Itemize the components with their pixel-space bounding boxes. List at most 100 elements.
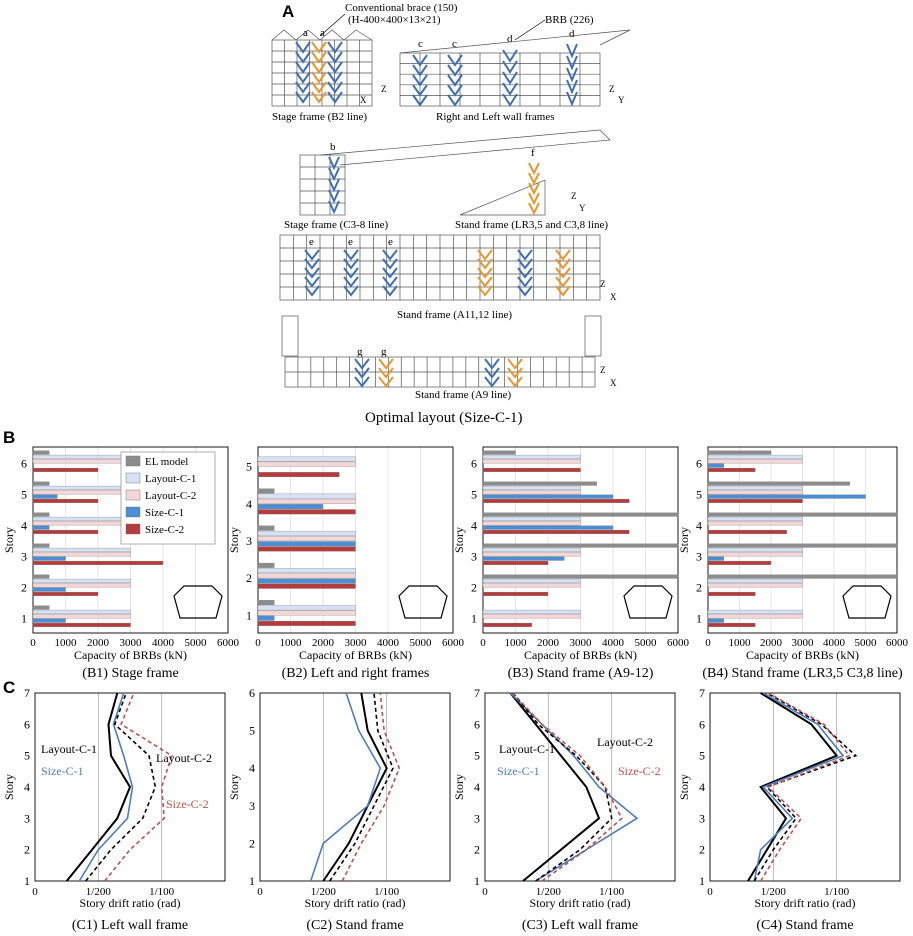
bar-layout-c-1 [257, 456, 356, 462]
bar-layout-c-2 [32, 521, 131, 526]
x-tick-label: 3000 [345, 637, 368, 649]
x-tick-label: 0 [257, 886, 263, 898]
plan-outline [842, 585, 892, 619]
bar-size-c-2 [32, 560, 164, 565]
y-tick-label: 1 [699, 874, 705, 888]
frame6-conv-g2-chevron [378, 367, 394, 379]
frame-label-stand-a11: Stand frame (A11,12 line) [397, 309, 512, 321]
frame5-brb-e3-chevron [382, 285, 398, 297]
legend-swatch-layout1 [125, 472, 141, 484]
frame5-brb-e1-chevron [304, 276, 320, 288]
plan-icon [842, 585, 892, 619]
bar-size-c-2 [707, 467, 756, 472]
frame3-brb-b-chevron [328, 167, 340, 182]
frame1-brb-a-chevron [295, 61, 311, 74]
y-tick-label: 4 [24, 780, 30, 794]
chart-title: (B1) Stage frame [82, 666, 178, 681]
bar-layout-c-2 [257, 573, 356, 579]
frame2-brb-d2 [566, 43, 578, 107]
bar-el-model [707, 543, 898, 548]
y-tick-label: 2 [21, 581, 27, 595]
frame2-brb-c1 [412, 54, 428, 107]
y-tick-label: 2 [246, 571, 252, 585]
tag-c2: c [452, 38, 457, 50]
x-tick-label: 2000 [760, 637, 783, 649]
bar-size-c-1 [32, 556, 66, 561]
frame3-grid [299, 154, 346, 216]
panel-letter-a: A [282, 2, 294, 21]
axis-z: Z [381, 84, 387, 94]
tag-f: f [531, 147, 535, 159]
bar-layout-c-2 [707, 614, 803, 619]
y-tick-label: 1 [696, 612, 702, 626]
frame2-brb-d2-chevron [566, 43, 578, 59]
bar-size-c-1 [32, 618, 66, 623]
frame5-brb-e2-chevron [343, 276, 359, 288]
chart-title: (B2) Left and right frames [282, 666, 430, 681]
frame5-conv-2-chevron [555, 249, 571, 261]
bar-size-c-2 [257, 509, 356, 515]
brace-note-leader [319, 13, 346, 37]
y-tick-label: 3 [246, 534, 252, 548]
x-tick-label: 6000 [217, 637, 240, 649]
frame2-brb-d1-chevron [502, 93, 518, 107]
frame6-conv-g2-chevron [378, 358, 394, 370]
frame2-brb-c2 [447, 54, 463, 107]
frame3-brb-b [328, 156, 340, 215]
frame-wall: c c d d Right and Left wall frames Z Y [418, 28, 625, 123]
bar-layout-c-2 [257, 536, 356, 542]
tag-g2: g [381, 346, 387, 358]
y-tick-label: 6 [696, 457, 702, 471]
chart-title: (B4) Stand frame (LR3,5 C3,8 line) [702, 666, 903, 681]
chart-title: (C2) Stand frame [306, 918, 403, 933]
bar-layout-c-2 [482, 583, 581, 588]
y-tick-label: 1 [249, 874, 255, 888]
x-tick-label: 3000 [792, 637, 815, 649]
y-tick-label: 4 [246, 497, 252, 511]
frame6-conv-g2 [378, 358, 394, 388]
bar-layout-c-2 [32, 552, 131, 557]
frame6-grid [284, 356, 596, 388]
annot-c3-layout2: Layout-C-2 [597, 735, 653, 749]
x-tick-label: 1000 [280, 637, 303, 649]
bar-layout-c-2 [32, 459, 131, 464]
bar-layout-c-2 [707, 521, 803, 526]
bar-size-c-2 [32, 591, 99, 596]
y-tick-label: 2 [699, 843, 705, 857]
x-tick-label: 3000 [570, 637, 593, 649]
y-axis-label: Story [677, 527, 691, 553]
brb-note: BRB (226) [545, 14, 594, 26]
x-tick-label: 1/200 [761, 886, 787, 898]
frame5-brb-e2 [343, 249, 359, 297]
plot-frame [34, 692, 226, 882]
frame2-brb-d1-chevron [502, 71, 518, 85]
bar-size-c-2 [257, 472, 340, 478]
frame5-brb-e3-chevron [382, 267, 398, 279]
frame5-brb-e3-chevron [382, 258, 398, 270]
bar-size-c-2 [707, 591, 756, 596]
frame4-conv-f-chevron [528, 182, 540, 196]
frame-stand-a9: g g Stand frame (A9 line) Z X [357, 346, 617, 401]
frame2-brb-c2-chevron [447, 54, 463, 67]
frame3-brb-b-chevron [328, 156, 340, 171]
frame1-brb-b-chevron [327, 71, 343, 84]
frame5-brb-e1-chevron [304, 249, 320, 261]
frame3-brb-b-chevron [328, 189, 340, 204]
bar-el-model [482, 574, 679, 579]
x-tick-label: 6000 [442, 637, 465, 649]
bar-size-c-2 [257, 583, 356, 589]
brace-note-2: (H-400×400×13×21) [348, 14, 441, 26]
x-tick-label: 3000 [120, 637, 143, 649]
bar-layout-c-1 [707, 454, 803, 459]
x-axis-label: Capacity of BRBs (kN) [74, 648, 187, 662]
frame5-conv-1-chevron [477, 285, 493, 297]
y-axis-label: Story [2, 527, 16, 553]
frame1-brb-b-chevron [327, 61, 343, 74]
annot-c1-size2: Size-C-2 [166, 797, 209, 811]
frame3-truss [319, 129, 611, 166]
y-tick-label: 2 [471, 581, 477, 595]
bar-size-c-2 [482, 591, 549, 596]
